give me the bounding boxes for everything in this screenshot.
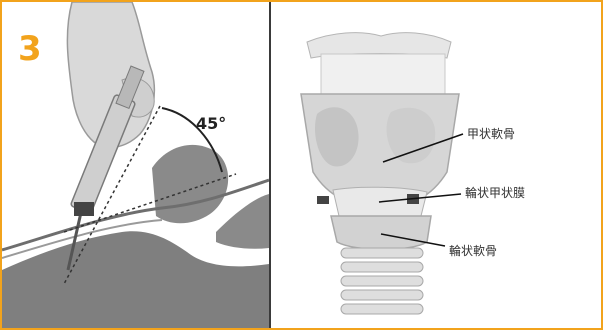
posterior-tissue [216,194,269,249]
insertion-illustration-panel: 3 45° [2,2,269,328]
trachea-rings [341,248,423,314]
larynx-drawing [271,2,601,328]
needle-insertion-drawing [2,2,269,328]
larynx-anatomy-panel: 甲状軟骨 輪状甲状膜 輪状軟骨 [271,2,601,328]
angle-label: 45° [196,114,226,133]
needle-hub [74,202,94,216]
left-marker [317,196,329,204]
step-number: 3 [18,32,42,66]
thyroid-cartilage-label: 甲状軟骨 [467,125,515,142]
thyrohyoid-membrane [321,54,445,98]
cricothyroid-membrane-label: 輪状甲状膜 [465,184,525,201]
cricoid-cartilage-label: 輪状軟骨 [449,242,497,259]
cricoid-cartilage-shape [331,216,431,250]
